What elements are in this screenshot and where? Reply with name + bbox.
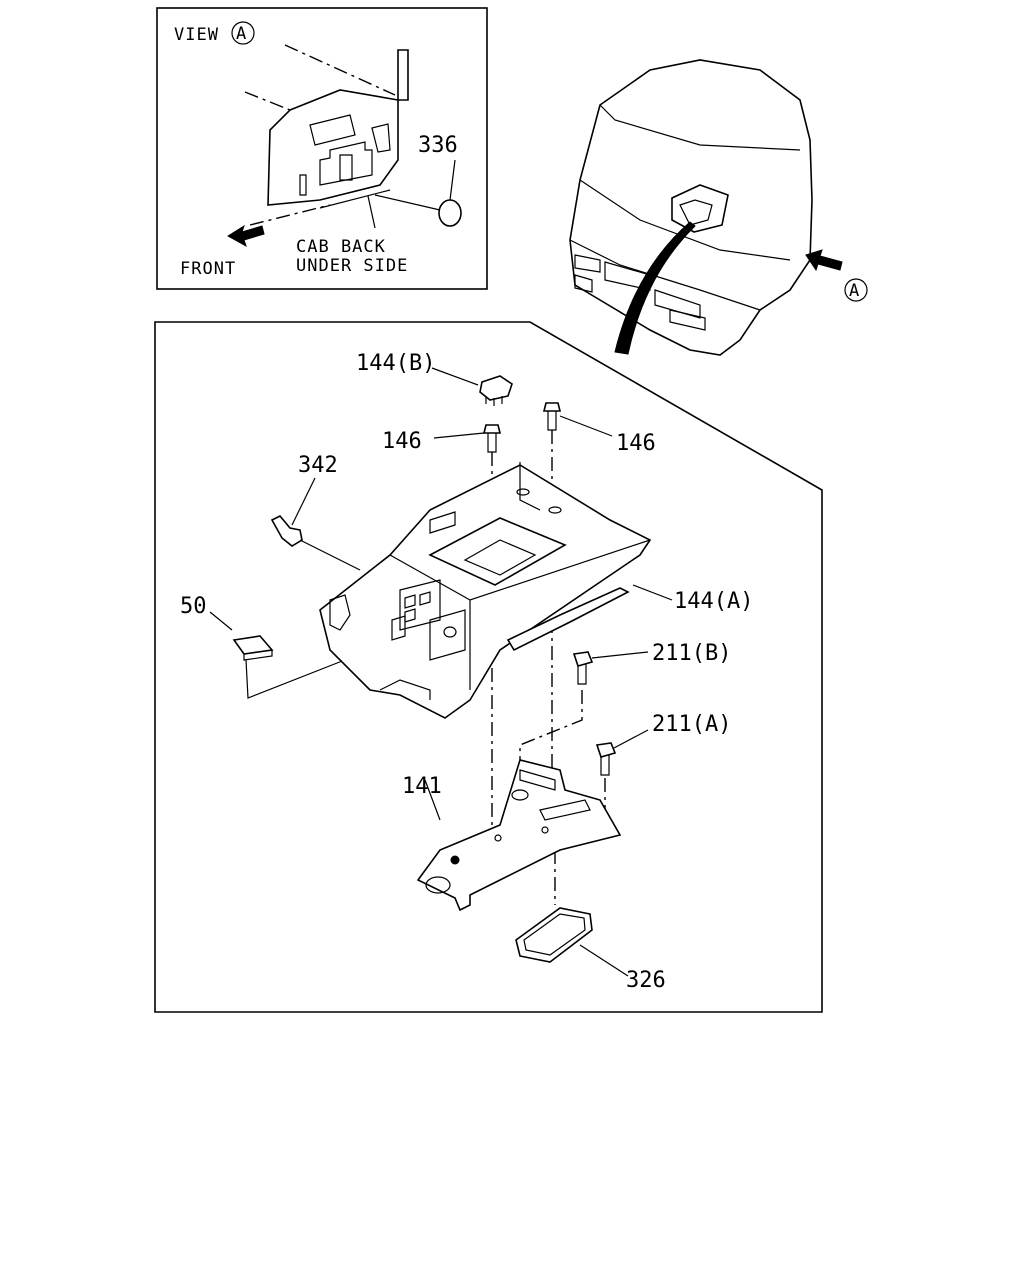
label-144a: 144(A): [674, 589, 753, 614]
bolt-211a: 211(A): [595, 712, 731, 776]
main-frame: [154, 321, 823, 1013]
label-50: 50: [180, 594, 207, 619]
label-326: 326: [626, 968, 666, 993]
console-144a: 144(A): [319, 462, 753, 719]
pointer-swoosh: [614, 221, 696, 355]
view-title: VIEW: [174, 25, 219, 45]
plug-336: [438, 199, 462, 227]
cab-view-marker: A: [849, 281, 860, 301]
screw-146-right: 146: [542, 402, 656, 456]
screw-146-left: 146: [382, 424, 502, 454]
cab-overview: A: [569, 59, 868, 356]
label-141: 141: [402, 774, 442, 799]
guide-211b: [519, 690, 583, 760]
label-342: 342: [298, 453, 338, 478]
cab-back-label: CAB BACK: [296, 237, 386, 257]
bolt-211b: 211(B): [572, 641, 731, 685]
cap-50: 50: [180, 594, 361, 699]
label-336: 336: [418, 133, 458, 158]
label-144b: 144(B): [356, 351, 435, 376]
console-in-cab: [671, 184, 729, 233]
view-marker-circle-2: [844, 278, 868, 302]
view-title-marker: A: [236, 24, 247, 44]
inset-frame: [156, 7, 488, 290]
bracket-141: 141: [402, 759, 622, 912]
front-label: FRONT: [180, 259, 236, 279]
view-marker-circle: [231, 21, 255, 45]
label-211a: 211(A): [652, 712, 731, 737]
label-146-right: 146: [616, 431, 656, 456]
cap-144b: 144(B): [356, 351, 513, 406]
leader-336: [449, 159, 456, 201]
view-a-inset: VIEW A 336 FRONT CAB BACK UNDER SIDE: [156, 7, 488, 290]
clip-342: 342: [270, 453, 361, 571]
under-side-label: UNDER SIDE: [296, 256, 408, 276]
view-arrow-icon: [805, 249, 843, 272]
front-arrow-icon: [227, 224, 265, 248]
label-146-left: 146: [382, 429, 422, 454]
label-211b: 211(B): [652, 641, 731, 666]
seal-326: 326: [515, 907, 666, 993]
cab-back-panel: [244, 44, 441, 229]
